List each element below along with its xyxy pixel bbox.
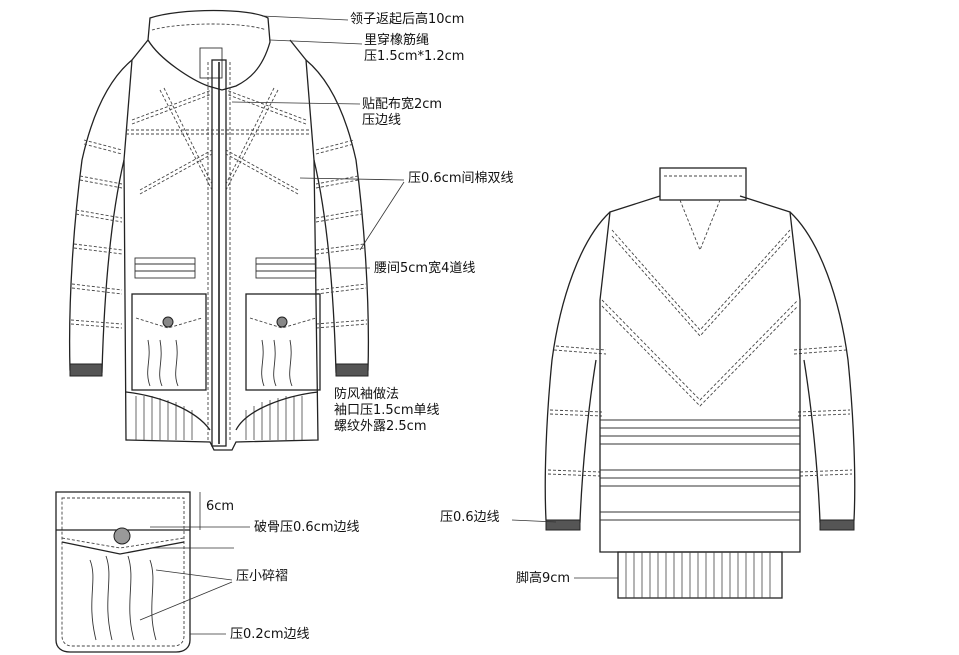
back-hem-rib [617,551,783,599]
waist-lines-label: 腰间5cm宽4道线 [374,261,476,276]
front-leader-lines [231,15,405,269]
front-right-pocket [245,293,321,391]
front-left-sleeve [68,59,133,373]
cuff-rib-label: 螺纹外露2.5cm [334,419,427,434]
front-jacket-view [68,9,370,451]
quilt-stitch-label: 压0.6cm间棉双线 [408,171,514,186]
elastic-cord-label: 里穿橡筋绳 [364,33,430,48]
back-body-outline [599,195,801,553]
back-collar [659,167,747,201]
pocket-flap-stitch-label: 破骨压0.6cm边线 [254,520,360,535]
front-left-pocket [131,293,207,391]
facing-width-label: 贴配布宽2cm [362,97,443,112]
elastic-cord-size-label: 压1.5cm*1.2cm [364,49,465,64]
front-left-cuff [69,363,103,377]
pocket-detail-view [55,491,250,653]
cuff-stitch-label: 袖口压1.5cm单线 [334,403,440,418]
facing-stitch-label: 压边线 [362,113,402,128]
back-edge-stitch-label: 压0.6边线 [440,510,500,525]
back-left-cuff [545,519,581,531]
front-zipper [211,59,227,447]
collar-height-label: 领子返起后高10cm [350,12,465,27]
back-right-sleeve [789,211,856,523]
back-jacket-view [511,167,856,599]
pocket-pleats-label: 压小碎褶 [236,569,289,584]
front-right-cuff [335,363,369,377]
pocket-flap-depth-label: 6cm [206,499,235,514]
front-collar [147,9,271,91]
back-left-sleeve [544,211,611,523]
pocket-edge-stitch-label: 压0.2cm边线 [230,627,310,642]
pocket-snap-button [113,527,131,545]
front-right-sleeve [305,59,370,373]
front-body-outline [123,39,319,451]
cuff-method-label: 防风袖做法 [334,387,400,402]
back-right-cuff [819,519,855,531]
collar-label-patch [199,47,223,79]
back-hem-height-label: 脚高9cm [516,571,571,586]
front-waist-stitch-lines [134,257,317,279]
back-horizontal-stitch-lines [600,419,800,521]
